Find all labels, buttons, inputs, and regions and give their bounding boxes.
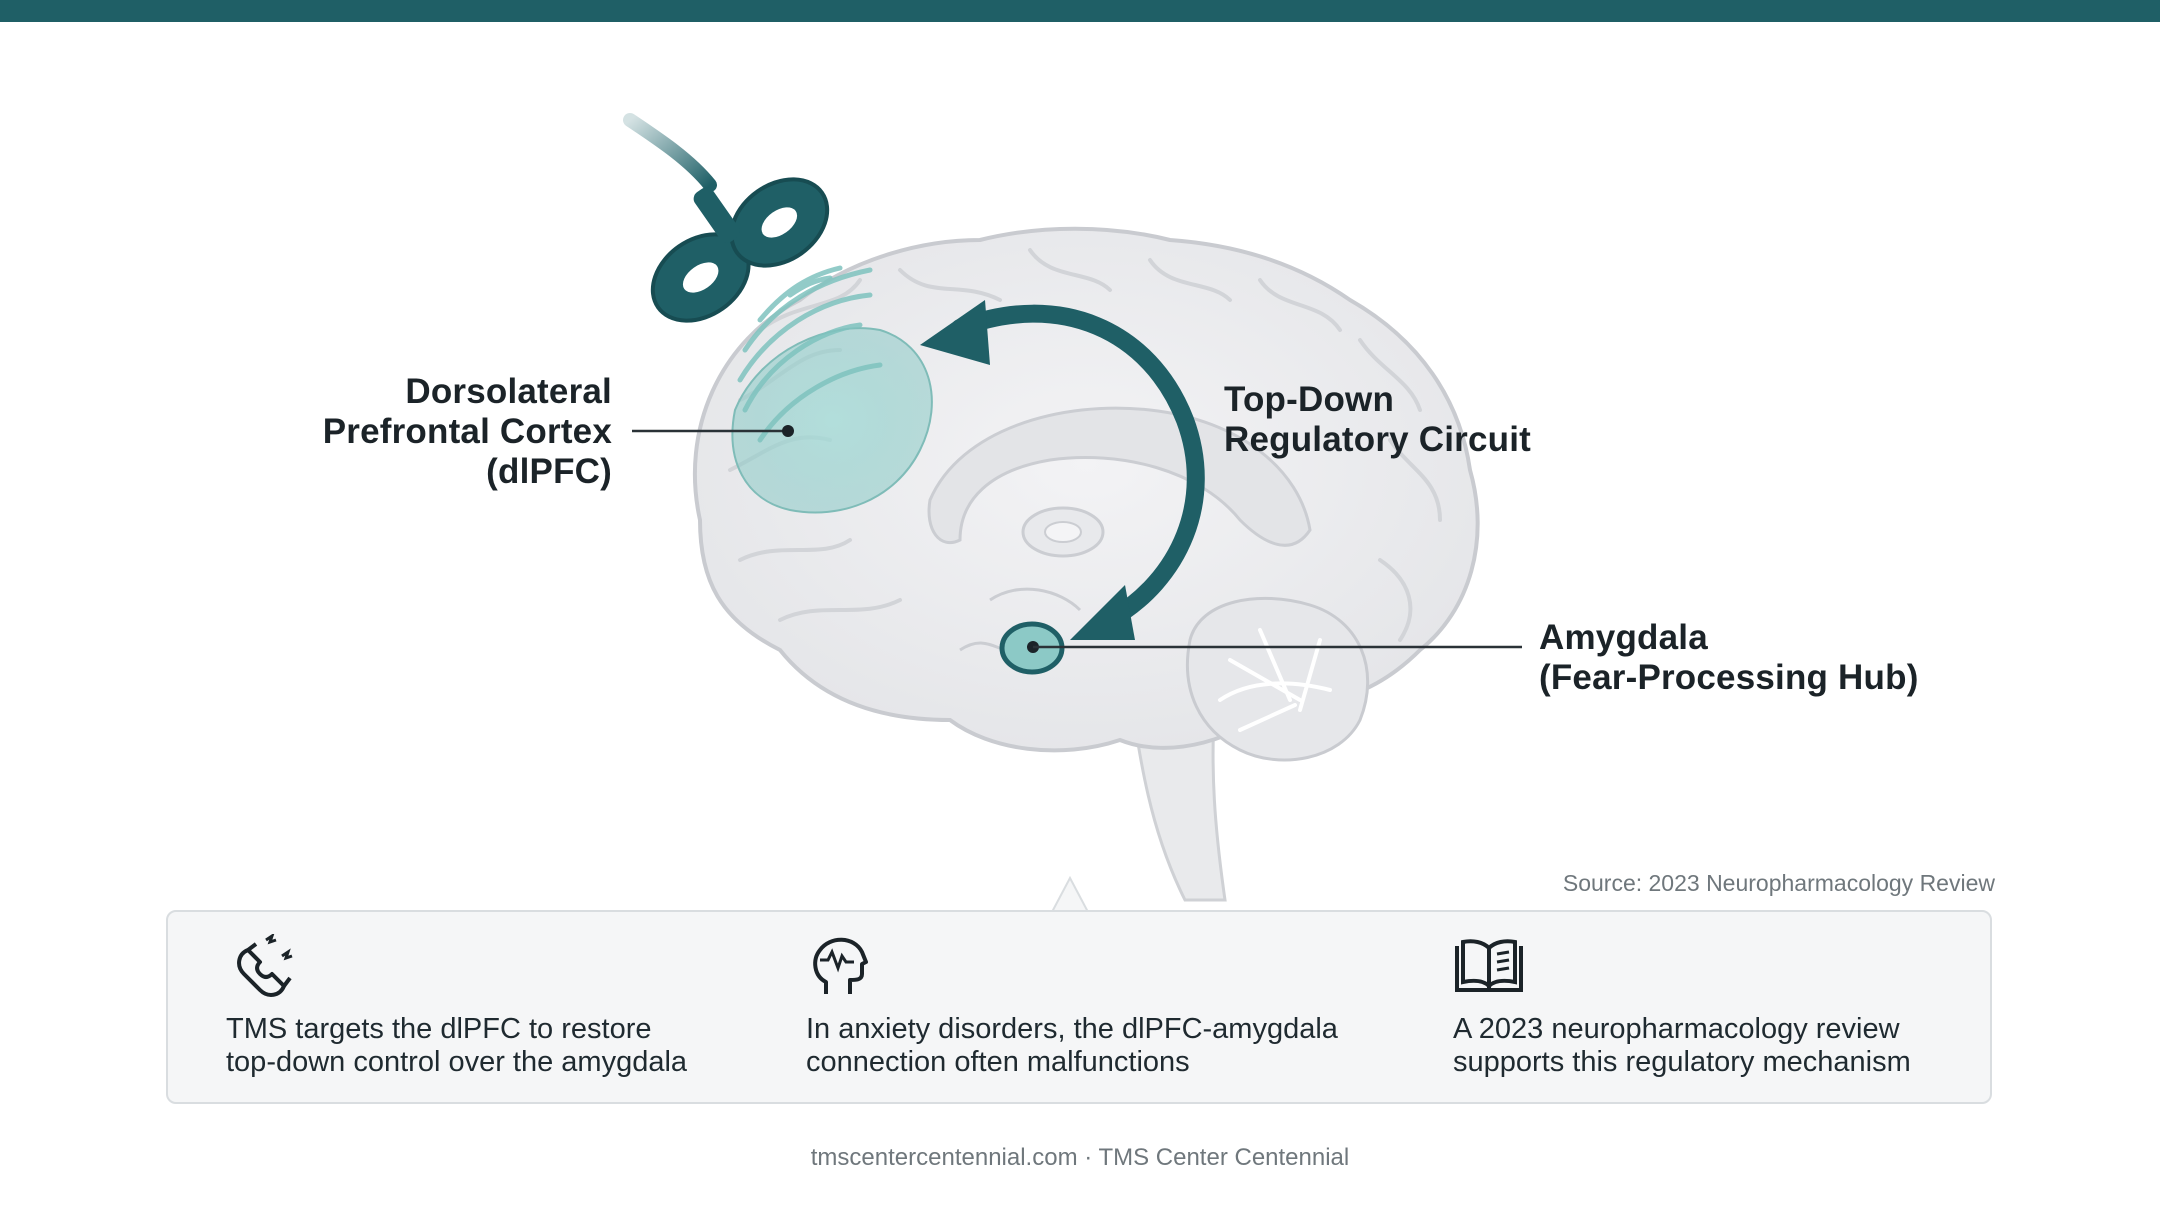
info-text-line: In anxiety disorders, the dlPFC-amygdala	[806, 1013, 1338, 1045]
source-citation: Source: 2023 Neuropharmacology Review	[1562, 870, 1995, 896]
info-text-line: TMS targets the dlPFC to restore	[226, 1013, 652, 1045]
cerebellum	[1185, 596, 1370, 762]
circuit-label-line: Regulatory Circuit	[1224, 420, 1531, 459]
brain-gyri	[728, 248, 1442, 676]
head-brainwave-icon	[813, 937, 868, 994]
circuit-label: Top-Down Regulatory Circuit	[1224, 380, 1531, 460]
footer-credit: tmscentercentennial.com · TMS Center Cen…	[810, 1144, 1350, 1171]
tms-coil	[623, 113, 830, 323]
magnet-icon	[237, 934, 293, 997]
info-item-review: A 2023 neuropharmacology review supports…	[1453, 912, 1953, 1102]
info-text-line: supports this regulatory mechanism	[1453, 1046, 1911, 1078]
info-item-tms: TMS targets the dlPFC to restore top-dow…	[226, 912, 746, 1102]
circuit-label-line: Top-Down	[1224, 380, 1395, 419]
top-accent-bar	[0, 0, 2160, 22]
top-down-arrow	[920, 300, 1205, 640]
info-item-text: TMS targets the dlPFC to restore top-dow…	[226, 1013, 687, 1079]
info-text-line: connection often malfunctions	[806, 1046, 1190, 1078]
info-text-line: top-down control over the amygdala	[226, 1046, 688, 1078]
amygdala-label-line: (Fear-Processing Hub)	[1539, 658, 1919, 697]
open-book-icon	[1455, 939, 1523, 992]
dlpfc-dot	[782, 425, 794, 437]
amygdala-label: Amygdala (Fear-Processing Hub)	[1539, 618, 1919, 698]
info-item-anxiety: In anxiety disorders, the dlPFC-amygdala…	[806, 912, 1406, 1102]
corpus-callosum	[927, 406, 1312, 547]
dlpfc-label-line: Prefrontal Cortex	[322, 412, 612, 451]
info-item-text: In anxiety disorders, the dlPFC-amygdala…	[806, 1013, 1338, 1079]
info-panel: TMS targets the dlPFC to restore top-dow…	[166, 910, 1992, 1104]
info-item-text: A 2023 neuropharmacology review supports…	[1453, 1013, 1911, 1079]
tms-waves	[737, 265, 883, 443]
dlpfc-label: Dorsolateral Prefrontal Cortex (dlPFC)	[323, 372, 612, 492]
dlpfc-label-line: (dlPFC)	[486, 452, 612, 491]
amygdala-label-line: Amygdala	[1539, 618, 1708, 657]
panel-notch	[1050, 876, 1090, 914]
info-text-line: A 2023 neuropharmacology review	[1453, 1013, 1900, 1045]
dlpfc-label-line: Dorsolateral	[405, 372, 612, 411]
